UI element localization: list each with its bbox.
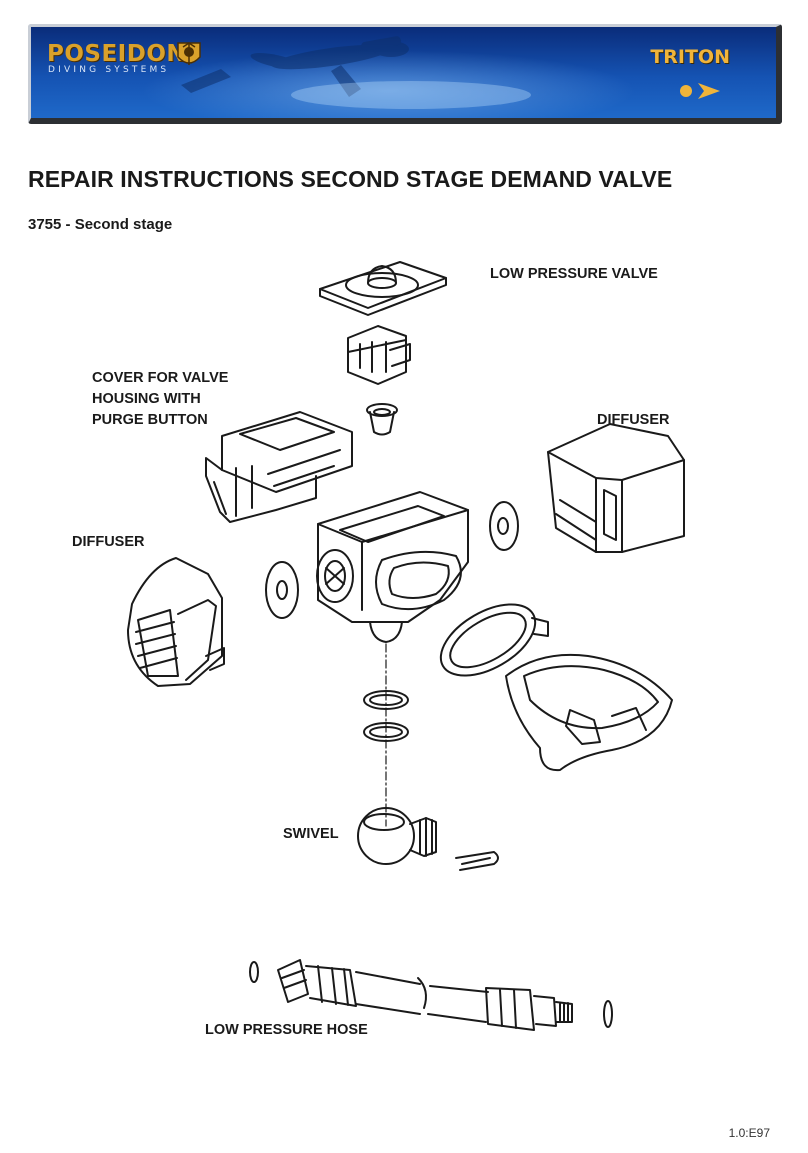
label-cover-line-1: COVER FOR VALVE [92,370,229,386]
left-washer-part [265,561,299,619]
valve-seat-part [366,403,398,436]
brand-name: POSEIDON [47,41,187,67]
low-pressure-valve-part [319,261,447,316]
right-washer-part [489,501,519,551]
label-low-pressure-hose: LOW PRESSURE HOSE [205,1022,368,1038]
brand-logo: POSEIDON DIVING SYSTEMS [47,41,186,75]
valve-housing-part [316,491,469,643]
dot-arrow-icon [680,83,720,99]
label-cover-line-2: HOUSING WITH [92,391,201,407]
poseidon-emblem-icon [177,42,201,65]
valve-bracket-part [347,325,411,385]
low-pressure-hose-part [249,959,613,1031]
page-subtitle: 3755 - Second stage [28,216,173,233]
left-diffuser-part [127,557,225,687]
label-low-pressure-valve: LOW PRESSURE VALVE [490,266,658,282]
right-diffuser-part [547,423,685,553]
label-cover: COVER FOR VALVE HOUSING WITH PURGE BUTTO… [92,368,228,431]
label-swivel: SWIVEL [283,826,339,842]
mouthpiece-part [505,653,673,772]
diver-background [181,36,531,109]
product-name: TRITON [650,46,730,68]
label-cover-line-3: PURGE BUTTON [92,412,208,428]
brand-subtitle: DIVING SYSTEMS [48,65,170,75]
cover-part [205,411,353,523]
document-code: 1.0:E97 [728,1126,770,1140]
header-banner: POSEIDON DIVING SYSTEMS TRITON [28,24,782,124]
label-diffuser-left: DIFFUSER [72,534,145,550]
page-title: REPAIR INSTRUCTIONS SECOND STAGE DEMAND … [28,166,673,192]
swivel-part [357,807,499,871]
oval-gasket-part [439,603,549,677]
label-diffuser-right: DIFFUSER [597,412,670,428]
o-ring-parts [363,690,409,742]
